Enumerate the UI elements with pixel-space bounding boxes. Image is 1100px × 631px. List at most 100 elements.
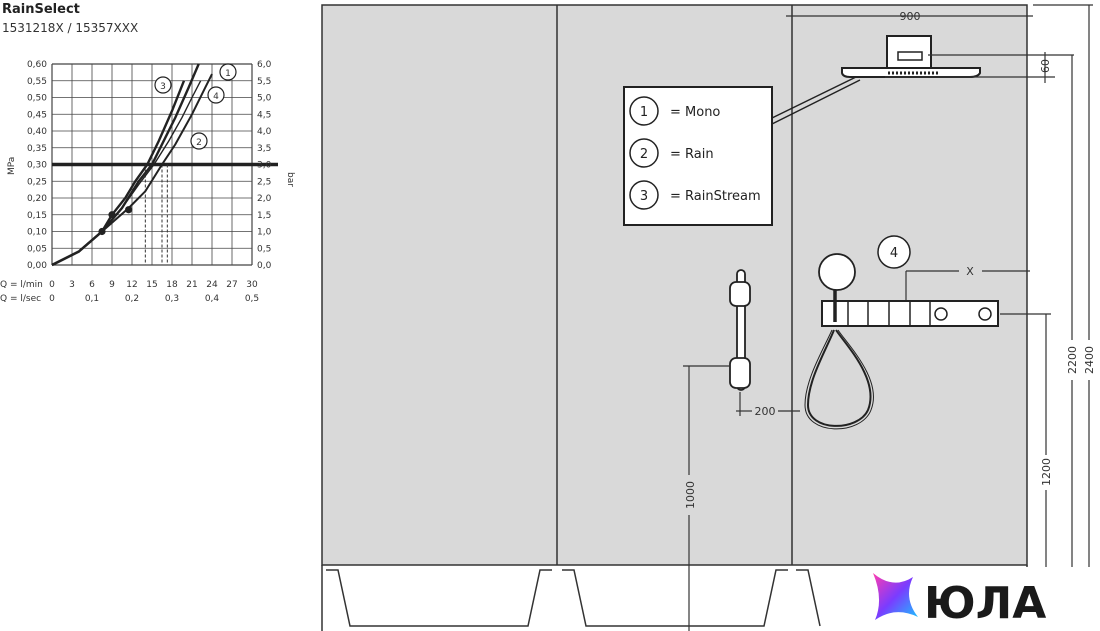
y-tick-bar: 3,0 [257,161,272,171]
y-tick-mpa: 0,45 [27,110,47,120]
series-label-circle [219,63,237,81]
y-tick-mpa: 0,40 [27,127,47,137]
series-label-circle [207,86,225,104]
y-tick-bar: 2,0 [257,194,272,204]
series-label-3: 3 [160,82,166,92]
x-tick-lmin: 27 [226,280,237,290]
series-label-1: 1 [225,69,231,79]
x-tick-lsec: 0 [49,294,55,304]
y-tick-bar: 6,0 [257,60,272,70]
legend-label-mono: = Mono [670,105,720,120]
dim-x: X [966,265,974,278]
dim-900: 900 [900,10,921,23]
dim-1000: 1000 [684,481,697,509]
floor-tray-2 [562,569,788,627]
y-tick-bar: 4,5 [257,110,271,120]
data-point-marker [125,206,133,214]
series-line-4 [51,80,202,266]
y-tick-mpa: 0,50 [27,94,47,104]
legend-num-3: 3 [640,189,648,204]
y-tick-mpa: 0,55 [27,77,47,87]
series-label-circle [190,132,208,150]
y-tick-mpa: 0,15 [27,211,47,221]
yula-logo: ЮЛА [850,567,1100,631]
y-axis-label-mpa: MPa [7,157,17,175]
y-tick-mpa: 0,25 [27,177,47,187]
dim-60: 60 [1039,59,1052,73]
shower-rail [729,269,751,391]
dim-2200: 2200 [1066,346,1079,374]
legend-label-rain: = Rain [670,147,714,162]
legend-num-1: 1 [640,105,648,120]
overhead-shower [841,35,981,78]
y-tick-mpa: 0,00 [27,261,47,271]
x-tick-lsec: 0,3 [165,294,179,304]
dim-1200: 1200 [1040,458,1053,486]
callout-4: 4 [877,235,911,269]
yula-logo-text: ЮЛА [924,578,1046,629]
legend-label-rainstream: = RainStream [670,189,761,204]
dimensions [683,4,1093,631]
x-tick-lmin: 3 [69,280,75,290]
x-tick-lmin: 21 [186,280,197,290]
y-tick-bar: 5,0 [257,94,272,104]
legend-item-mono: 1 = Mono [629,96,720,126]
series-labels: 1 2 3 4 [154,63,237,150]
y-tick-bar: 4,0 [257,127,272,137]
product-codes: 1531218X / 15357XXX [2,21,138,35]
y-tick-mpa: 0,30 [27,161,47,171]
x-tick-lmin: 9 [109,280,115,290]
data-point-marker [108,211,116,219]
legend-item-rain: 2 = Rain [629,138,714,168]
knob-left-icon [934,307,948,321]
x-tick-lmin: 18 [166,280,178,290]
chart-series [51,63,213,267]
y-axis-label-bar: bar [285,172,295,187]
floor-tray-1 [326,569,552,627]
x-tick-lmin: 0 [49,280,55,290]
y-tick-mpa: 0,60 [27,60,47,70]
x-tick-lsec: 0,5 [245,294,259,304]
y-tick-bar: 5,5 [257,77,271,87]
floor-tray-3 [796,569,821,627]
x-tick-lmin: 15 [146,280,157,290]
y-tick-bar: 3,5 [257,144,271,154]
x-tick-lsec: 0,1 [85,294,99,304]
hand-shower [804,253,874,430]
callout-4-label: 4 [890,246,898,261]
yula-logo-mark-icon [873,573,918,620]
x-tick-lsec: 0,2 [125,294,139,304]
wall-drawing: 1 = Mono 2 = Rain 3 = RainStream [321,4,1096,631]
y-tick-mpa: 0,20 [27,194,47,204]
y-tick-mpa: 0,05 [27,244,47,254]
x-tick-lmin: 30 [246,280,258,290]
dim-200: 200 [755,405,776,418]
knob-right-icon [978,307,992,321]
x-tick-lsec: 0,4 [205,294,220,304]
chart-markers [98,206,133,236]
page-title: RainSelect [2,2,80,17]
y-tick-mpa: 0,10 [27,228,47,238]
y-tick-bar: 0,5 [257,244,271,254]
x-tick-lmin: 24 [206,280,218,290]
series-label-circle [154,76,172,94]
legend-item-rainstream: 3 = RainStream [629,180,761,210]
x-tick-lmin: 6 [89,280,95,290]
dim-2400: 2400 [1083,346,1096,374]
chart-ticks: 0,000,050,100,150,200,250,300,350,400,45… [27,60,272,304]
x-axis-label-lsec: Q = l/sec [0,294,41,304]
y-tick-bar: 1,0 [257,228,272,238]
legend-num-2: 2 [640,147,648,162]
y-tick-bar: 2,5 [257,177,271,187]
series-label-4: 4 [213,92,219,102]
y-tick-mpa: 0,35 [27,144,47,154]
legend-box: 1 = Mono 2 = Rain 3 = RainStream [623,76,861,226]
series-label-2: 2 [196,138,202,148]
x-tick-lmin: 12 [126,280,137,290]
x-axis-label-lmin: Q = l/min [0,280,43,290]
thermostat-panel [821,300,999,327]
y-tick-bar: 1,5 [257,211,271,221]
y-tick-bar: 0,0 [257,261,272,271]
